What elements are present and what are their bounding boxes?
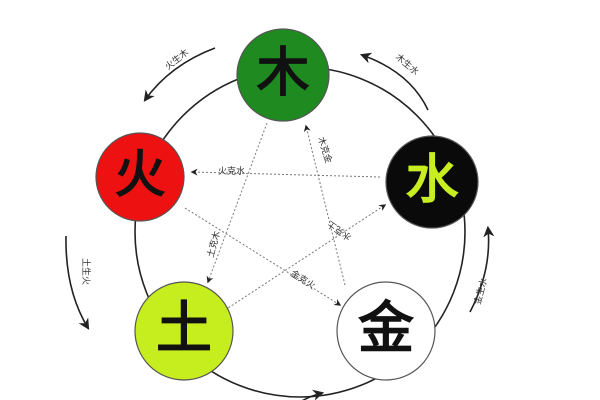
element-node-wood: 木 xyxy=(236,28,330,122)
element-char-wood: 木 xyxy=(257,42,310,104)
label-wood-metal: 木克金 xyxy=(315,135,335,164)
arrow-earth-fire xyxy=(65,235,90,330)
element-char-earth: 土 xyxy=(156,296,212,362)
element-node-metal: 金 xyxy=(336,281,436,381)
element-circle-earth xyxy=(134,281,234,381)
element-node-water: 水 xyxy=(385,135,479,229)
arrow-wood-water xyxy=(359,52,429,111)
label-fire-metal: 金克火 xyxy=(288,267,317,291)
element-char-metal: 金 xyxy=(357,296,415,362)
label-earth-water: 水克土 xyxy=(325,218,354,243)
element-char-fire: 火 xyxy=(114,145,165,205)
line-fire-water xyxy=(190,168,381,178)
arrow-bottom xyxy=(301,389,325,400)
element-circle-fire xyxy=(95,132,185,222)
label-earth-fire: 土生火 xyxy=(80,258,92,285)
line-wood-earth xyxy=(206,122,268,284)
element-circle-wood xyxy=(236,28,330,122)
element-node-fire: 火 xyxy=(95,132,185,222)
element-node-earth: 土 xyxy=(134,281,234,381)
label-metal-water: 金生水 xyxy=(471,277,490,306)
arrow-metal-water xyxy=(469,225,495,313)
label-wood-earth: 土克木 xyxy=(204,230,223,259)
arrow-fire-wood xyxy=(143,47,216,102)
element-circle-metal xyxy=(336,281,436,381)
line-fire-metal xyxy=(184,207,342,306)
label-fire-water: 火克水 xyxy=(218,165,245,177)
element-circle-water xyxy=(385,135,479,229)
element-char-water: 水 xyxy=(406,149,460,211)
line-wood-metal xyxy=(303,124,346,286)
